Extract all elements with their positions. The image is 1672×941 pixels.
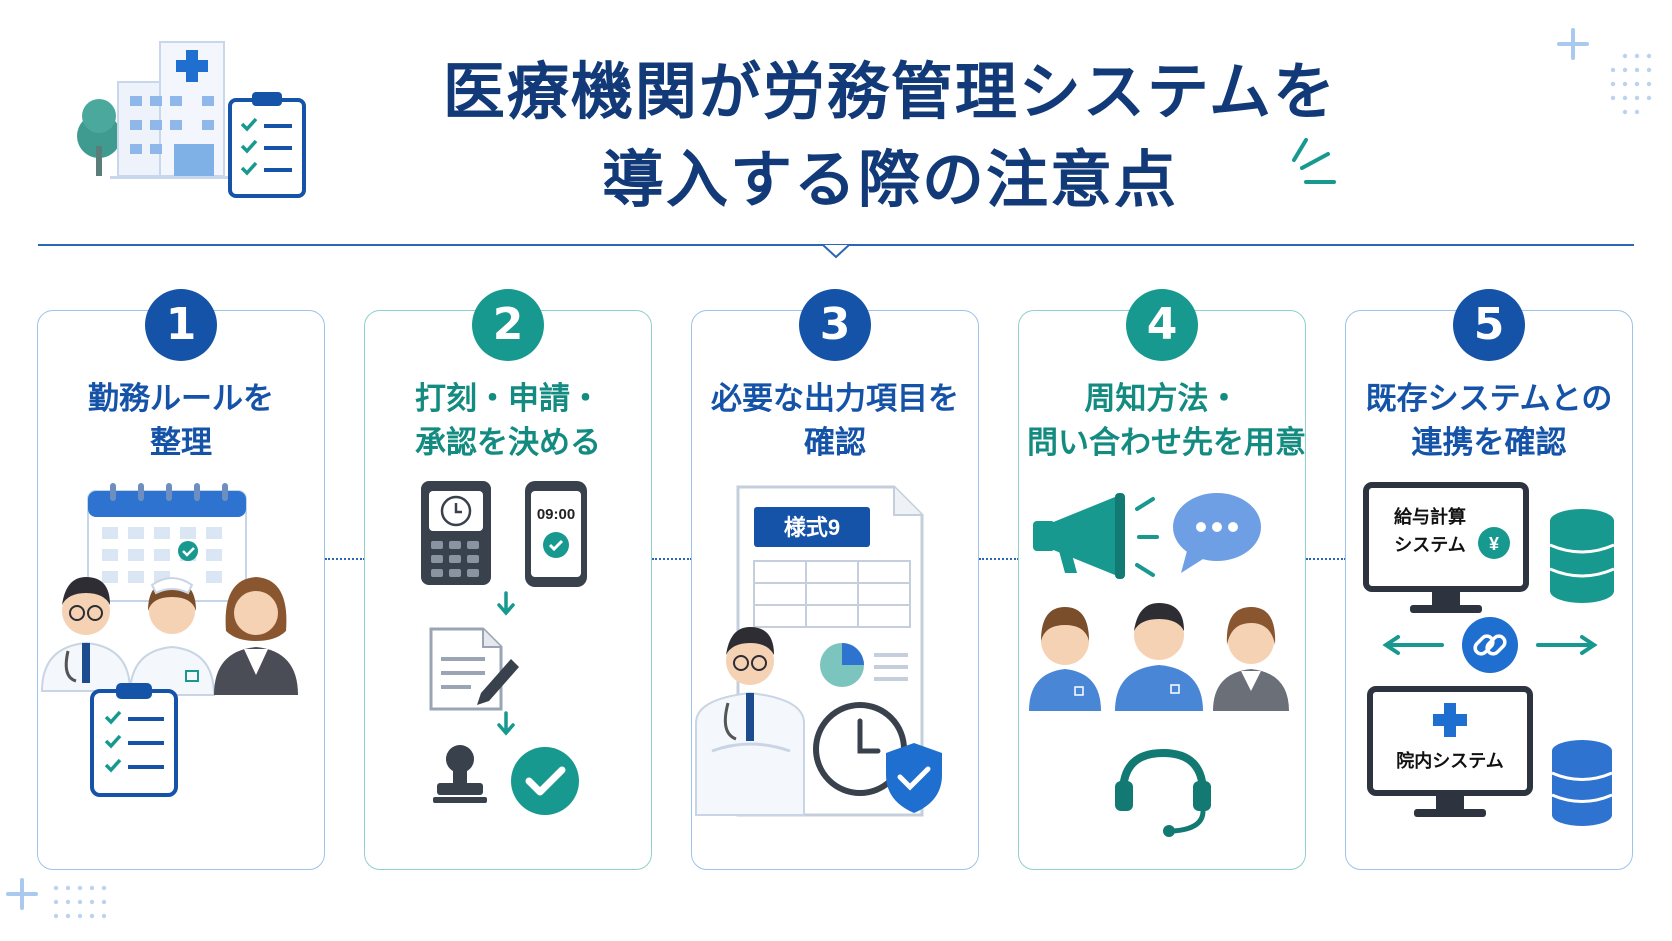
headset-icon — [1115, 748, 1211, 837]
step-number: 1 — [145, 289, 217, 361]
check-circle-icon — [511, 747, 579, 815]
staff-schedule-illustration — [40, 483, 298, 797]
monitor-icon: 院内システム — [1367, 686, 1533, 817]
office-worker-figure — [214, 577, 298, 695]
form-label: 様式9 — [784, 515, 840, 540]
phone-time: 09:00 — [537, 506, 575, 523]
calendar-icon — [87, 483, 247, 602]
payroll-label-line: 給与計算 — [1394, 506, 1466, 527]
monitor-icon: 給与計算 システム ¥ — [1363, 482, 1529, 613]
title-line-2: 導入する際の注意点 — [601, 143, 1178, 216]
step-number: 5 — [1453, 289, 1525, 361]
step-number: 2 — [472, 289, 544, 361]
pie-chart-icon — [820, 643, 908, 687]
link-icon — [1382, 617, 1598, 673]
output-items-illustration: 様式9 — [695, 485, 942, 817]
arrow-down-icon — [497, 711, 515, 736]
yen-icon: ¥ — [1489, 534, 1499, 554]
plus-dots-decoration — [6, 878, 107, 919]
arrow-down-icon — [497, 591, 515, 616]
staff-figure — [1115, 603, 1203, 711]
step-title-line: 既存システムとの — [1365, 381, 1613, 417]
step-card-5: 5 既存システムとの 連携を確認 給与計算 システム ¥ — [1345, 289, 1633, 870]
stamp-icon — [433, 745, 487, 803]
database-icon — [1551, 740, 1613, 826]
megaphone-icon — [1033, 493, 1159, 579]
connector — [979, 558, 1019, 560]
step-title-line: 整理 — [150, 425, 212, 461]
database-icon — [1549, 509, 1615, 603]
step-title-line: 連携を確認 — [1411, 425, 1567, 461]
time-clock-icon — [421, 481, 491, 585]
nurse-figure — [128, 577, 216, 696]
shield-check-icon — [886, 743, 942, 813]
smartphone-icon: 09:00 — [525, 481, 587, 587]
doctor-figure — [40, 577, 132, 692]
step-title-line: 勤務ルールを — [88, 381, 274, 417]
connector — [1306, 558, 1346, 560]
title-line-1: 医療機関が労務管理システムを — [442, 55, 1338, 128]
document-pen-icon — [429, 627, 519, 711]
system-integration-illustration: 給与計算 システム ¥ — [1363, 482, 1615, 826]
step-card-1: 1 勤務ルールを 整理 — [37, 289, 325, 870]
plus-dots-decoration — [1557, 28, 1652, 115]
step-title: 打刻・申請・ 承認を決める — [373, 377, 643, 465]
step-number: 4 — [1126, 289, 1198, 361]
step-title-line: 周知方法・ — [1084, 381, 1240, 417]
step-card-2: 2 打刻・申請・ 承認を決める 09:00 — [364, 289, 652, 870]
step-title: 既存システムとの 連携を確認 — [1354, 377, 1624, 465]
sparkle-icon — [1292, 138, 1336, 184]
step-title: 勤務ルールを 整理 — [46, 377, 316, 465]
chat-bubble-icon — [1173, 493, 1261, 573]
doctor-figure — [695, 627, 805, 816]
staff-figure — [1029, 607, 1101, 711]
staff-figure — [1213, 607, 1289, 711]
hospital-icon — [77, 41, 306, 198]
divider-notch — [823, 244, 849, 259]
clipboard-checklist-icon — [228, 92, 306, 198]
page-title: 医療機関が労務管理システムを 導入する際の注意点 — [340, 52, 1440, 220]
clock-in-approval-illustration: 09:00 — [421, 481, 587, 815]
connector — [325, 558, 365, 560]
clipboard-checklist-icon — [90, 683, 178, 797]
payroll-label-line: システム — [1394, 535, 1465, 555]
announcement-illustration — [1029, 493, 1289, 837]
hospital-system-label: 院内システム — [1396, 750, 1503, 771]
step-card-3: 3 必要な出力項目を 確認 様式9 — [691, 289, 979, 870]
step-title-line: 問い合わせ先を用意 — [1027, 425, 1306, 461]
step-title-line: 打刻・申請・ — [415, 381, 601, 417]
step-title: 周知方法・ 問い合わせ先を用意 — [1027, 377, 1306, 465]
step-title-line: 承認を決める — [415, 425, 601, 461]
connector — [652, 558, 692, 560]
step-card-4: 4 周知方法・ 問い合わせ先を用意 — [1018, 289, 1306, 870]
step-title-line: 確認 — [804, 425, 866, 461]
step-title: 必要な出力項目を 確認 — [700, 377, 970, 465]
step-number: 3 — [799, 289, 871, 361]
step-title-line: 必要な出力項目を — [711, 381, 959, 417]
